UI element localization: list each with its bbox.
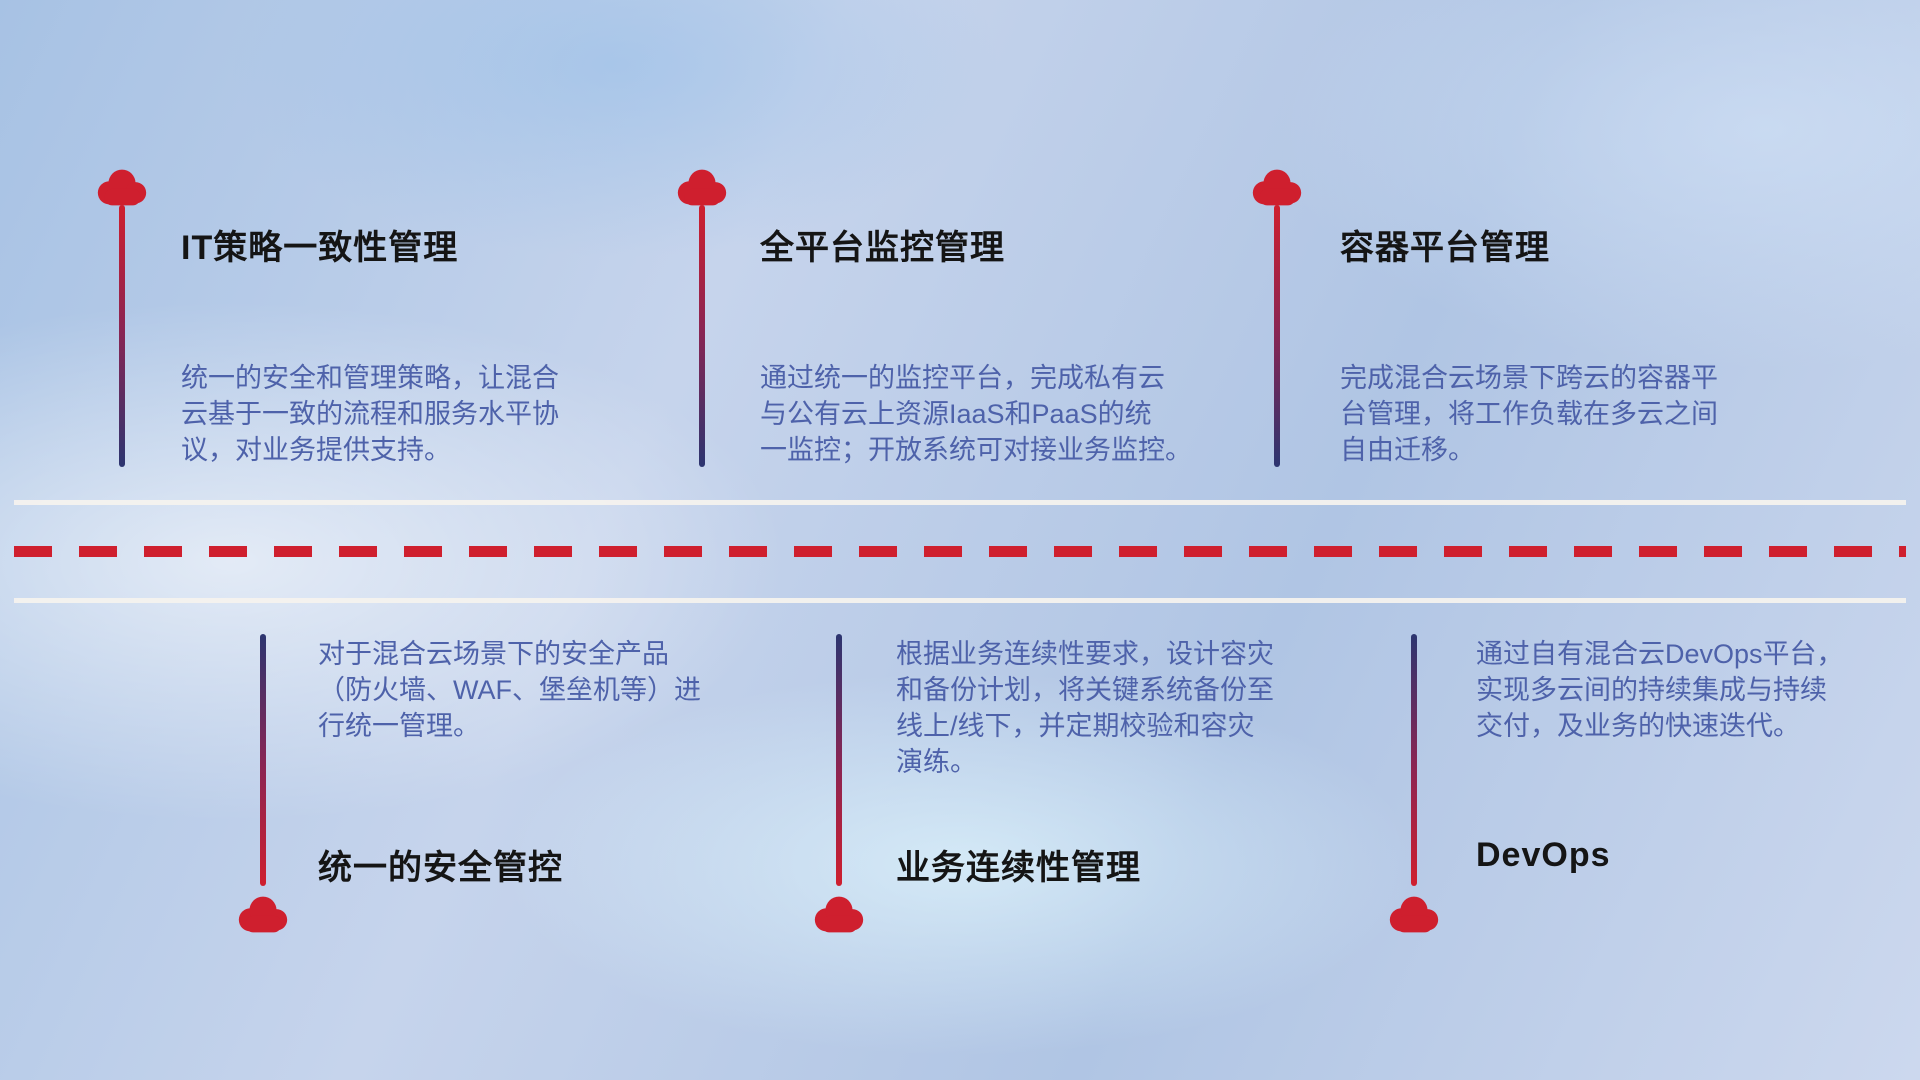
cloud-icon	[93, 166, 151, 208]
item-description: 完成混合云场景下跨云的容器平 台管理，将工作负载在多云之间 自由迁移。	[1340, 363, 1718, 465]
item-title: IT策略一致性管理	[181, 229, 459, 267]
road-top-line	[14, 500, 1906, 505]
cloud-icon	[673, 166, 731, 208]
cloud-icon	[1248, 166, 1306, 208]
cloud-icon	[810, 893, 868, 935]
item-description: 通过自有混合云DevOps平台， 实现多云间的持续集成与持续 交付，及业务的快速…	[1476, 639, 1844, 741]
timeline-stem	[699, 205, 705, 467]
road-bottom-line	[14, 598, 1906, 603]
timeline-stem	[1411, 634, 1417, 886]
timeline-stem	[1274, 205, 1280, 467]
timeline-stem	[119, 205, 125, 467]
cloud-icon	[1385, 893, 1443, 935]
item-description: 统一的安全和管理策略，让混合 云基于一致的流程和服务水平协 议，对业务提供支持。	[181, 363, 559, 465]
timeline-stem	[260, 634, 266, 886]
item-title: 全平台监控管理	[760, 229, 1005, 267]
item-title: 业务连续性管理	[896, 849, 1141, 887]
item-description: 根据业务连续性要求，设计容灾 和备份计划，将关键系统备份至 线上/线下，并定期校…	[896, 639, 1274, 777]
timeline-stem	[836, 634, 842, 886]
item-title: DevOps	[1476, 836, 1611, 874]
cloud-icon	[234, 893, 292, 935]
road-center-dashed-line	[14, 546, 1906, 557]
item-description: 对于混合云场景下的安全产品 （防火墙、WAF、堡垒机等）进 行统一管理。	[318, 639, 701, 741]
item-description: 通过统一的监控平台，完成私有云 与公有云上资源IaaS和PaaS的统 一监控；开…	[760, 363, 1192, 465]
item-title: 容器平台管理	[1340, 229, 1550, 267]
item-title: 统一的安全管控	[318, 849, 563, 887]
